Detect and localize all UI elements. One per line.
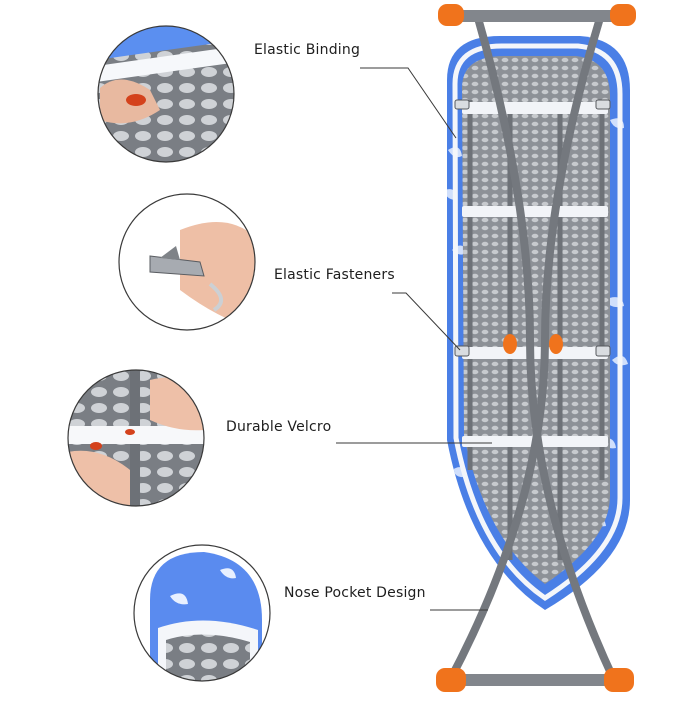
detail-circle-velcro xyxy=(67,369,205,507)
lock-knob-left xyxy=(503,334,517,354)
detail-circle-fasteners xyxy=(118,193,256,331)
foot-cap-top-left xyxy=(438,4,464,26)
ironing-board xyxy=(436,4,636,692)
label-elastic-binding: Elastic Binding xyxy=(252,41,363,59)
detail-circle-nose-pocket xyxy=(133,544,271,682)
foot-cap-bottom-right xyxy=(604,668,634,692)
foot-cap-bottom-left xyxy=(436,668,466,692)
callout-lines xyxy=(336,67,492,611)
foot-cap-top-right xyxy=(610,4,636,26)
detail-circle-binding xyxy=(97,25,235,163)
label-elastic-fasteners: Elastic Fasteners xyxy=(272,266,397,284)
board-mesh xyxy=(462,56,610,584)
label-durable-velcro: Durable Velcro xyxy=(224,418,334,436)
callout-line-binding xyxy=(360,67,457,139)
elastic-binding-edge xyxy=(452,43,623,601)
x-legs xyxy=(446,14,618,684)
callout-line-fasteners xyxy=(392,292,461,351)
top-foot-bar xyxy=(448,10,624,22)
lock-knob-right xyxy=(549,334,563,354)
bottom-foot-bar xyxy=(446,674,626,686)
label-nose-pocket-design: Nose Pocket Design xyxy=(282,584,428,602)
